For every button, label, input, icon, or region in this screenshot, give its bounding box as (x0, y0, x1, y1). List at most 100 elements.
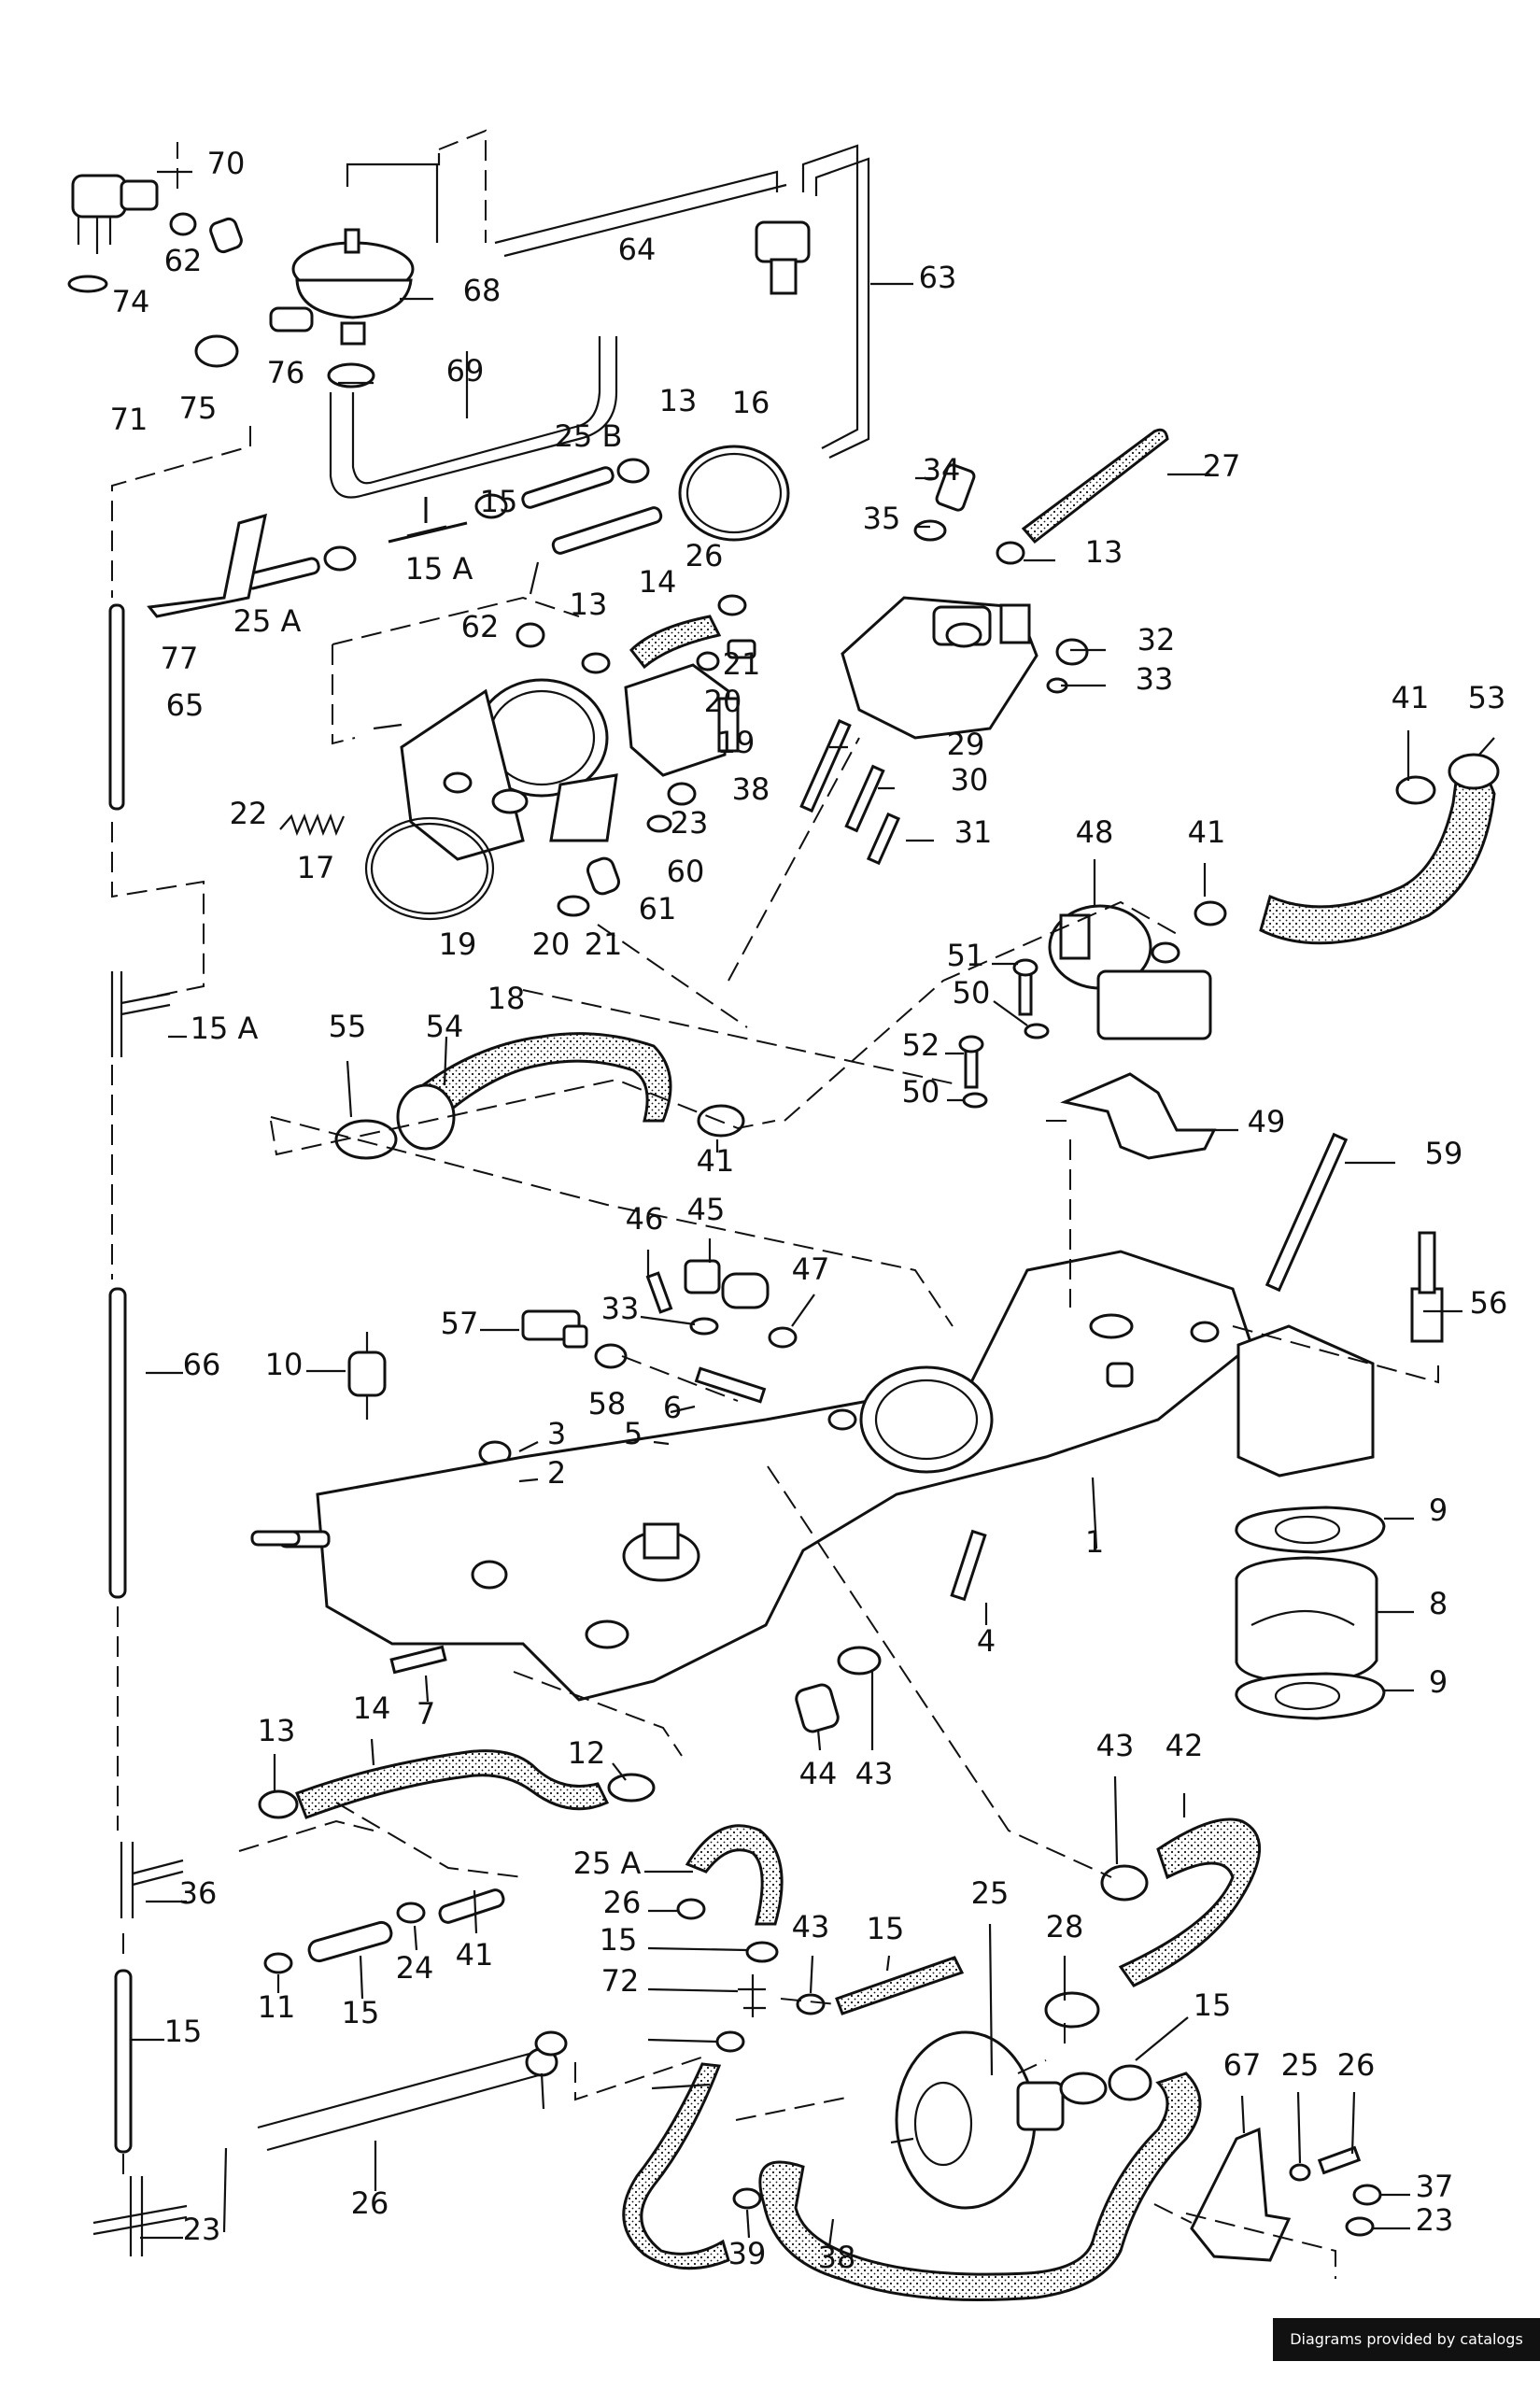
leader-lines (111, 129, 1495, 2279)
callout-label: 39 (728, 2236, 767, 2271)
callout-label: 54 (426, 1009, 464, 1044)
callout-label: 60 (667, 854, 705, 889)
callout-label: 19 (439, 926, 477, 962)
callout-label: 12 (568, 1735, 606, 1771)
callout-label: 59 (1425, 1136, 1463, 1171)
callout-label: 21 (585, 926, 623, 962)
callout-label: 18 (487, 981, 526, 1016)
callout-label: 42 (1166, 1728, 1204, 1763)
callout-label: 7 (417, 1696, 435, 1732)
part-1-intake-manifold (250, 1250, 1375, 1702)
callout-label: 34 (923, 452, 961, 488)
part-70-valve (71, 174, 159, 254)
callout-label: 25 (1281, 2047, 1320, 2083)
callout-label: 5 (624, 1416, 643, 1451)
callout-label: 38 (818, 2240, 856, 2275)
callout-label: 23 (671, 805, 709, 841)
callout-label: 43 (1096, 1728, 1135, 1763)
part-18-throttle-housing (373, 678, 618, 861)
callout-label: 24 (396, 1950, 434, 1986)
callout-label: 51 (947, 938, 985, 973)
callout-label: 72 (601, 1963, 640, 1999)
callout-label: 25 A (233, 603, 302, 639)
callout-label: 70 (207, 146, 246, 181)
callout-label: 21 (723, 646, 761, 682)
callout-label: 68 (463, 273, 502, 308)
callout-label: 9 (1429, 1664, 1448, 1700)
callout-label: 23 (1416, 2202, 1454, 2238)
callout-label: 15 (867, 1911, 905, 1946)
callout-label: 61 (639, 891, 677, 926)
callout-label: 53 (1468, 680, 1506, 715)
callout-label: 15 (480, 484, 518, 519)
callout-label: 67 (1223, 2047, 1262, 2083)
callout-label: 10 (265, 1347, 304, 1382)
callout-label: 32 (1137, 622, 1176, 658)
callout-label: 14 (353, 1690, 391, 1726)
callout-label: 62 (461, 609, 500, 644)
callout-label: 49 (1248, 1104, 1286, 1139)
callout-label: 63 (919, 260, 957, 295)
callout-label: 35 (863, 501, 901, 536)
callout-label: 25 (971, 1875, 1010, 1911)
part-48-valve (1048, 904, 1212, 1040)
callout-label: 13 (570, 587, 608, 622)
callout-label: 13 (1085, 534, 1123, 570)
callout-label: 26 (351, 2185, 389, 2221)
callout-label: 57 (441, 1306, 479, 1341)
callout-label: 56 (1470, 1285, 1508, 1321)
callout-label: 74 (112, 284, 150, 319)
callout-label: 29 (947, 727, 985, 762)
callout-label: 15 (164, 2014, 203, 2049)
callout-label: 1 (1085, 1524, 1104, 1560)
callout-label: 22 (230, 796, 268, 831)
callout-label: 13 (258, 1713, 296, 1748)
callout-label: 26 (1337, 2047, 1376, 2083)
callout-label: 37 (1416, 2169, 1454, 2204)
part-68-vacuum-unit (269, 228, 415, 346)
callout-label: 20 (532, 926, 571, 962)
part-36-vacuum-unit (890, 2030, 1065, 2210)
callout-label: 15 A (191, 1011, 259, 1046)
callout-label: 16 (732, 385, 770, 420)
callout-label: 14 (639, 564, 677, 600)
callout-label: 26 (685, 538, 724, 573)
callout-label: 23 (183, 2212, 221, 2247)
callout-label: 6 (663, 1390, 682, 1425)
callout-label: 48 (1076, 814, 1114, 850)
callout-label: 41 (1188, 814, 1226, 850)
diagram-credit: Diagrams provided by catalogs parts (1273, 2318, 1540, 2391)
callout-label: 27 (1203, 448, 1241, 484)
part-29-actuator (841, 596, 1038, 740)
callout-label: 41 (697, 1143, 735, 1179)
callout-label: 77 (161, 641, 199, 676)
callout-label: 50 (902, 1074, 940, 1110)
callout-label: 20 (704, 684, 742, 719)
callout-label: 15 A (405, 551, 473, 587)
callout-label: 4 (977, 1623, 996, 1659)
callout-label: 50 (953, 975, 991, 1011)
callout-label: 33 (1136, 661, 1174, 697)
callout-label: 76 (267, 355, 305, 390)
callout-label: 31 (954, 814, 993, 850)
callout-label: 38 (732, 771, 770, 807)
callout-label: 71 (110, 402, 148, 437)
callout-label: 9 (1429, 1492, 1448, 1528)
callout-label: 65 (166, 687, 205, 723)
callout-label: 75 (179, 390, 218, 426)
callout-label: 28 (1046, 1909, 1084, 1944)
callout-label: 62 (164, 243, 203, 278)
callout-label: 25 B (555, 418, 623, 454)
callout-label: 2 (547, 1455, 566, 1491)
callout-label: 47 (792, 1251, 830, 1287)
callout-label: 17 (297, 850, 335, 885)
callout-label: 41 (456, 1937, 494, 1973)
callout-label: 45 (687, 1192, 726, 1227)
callout-label: 36 (179, 1875, 218, 1911)
callout-label: 25 A (573, 1845, 642, 1881)
callout-label: 58 (588, 1386, 627, 1421)
callout-label: 43 (792, 1909, 830, 1944)
callout-label: 64 (618, 232, 657, 267)
callout-label: 15 (1194, 1987, 1232, 2023)
